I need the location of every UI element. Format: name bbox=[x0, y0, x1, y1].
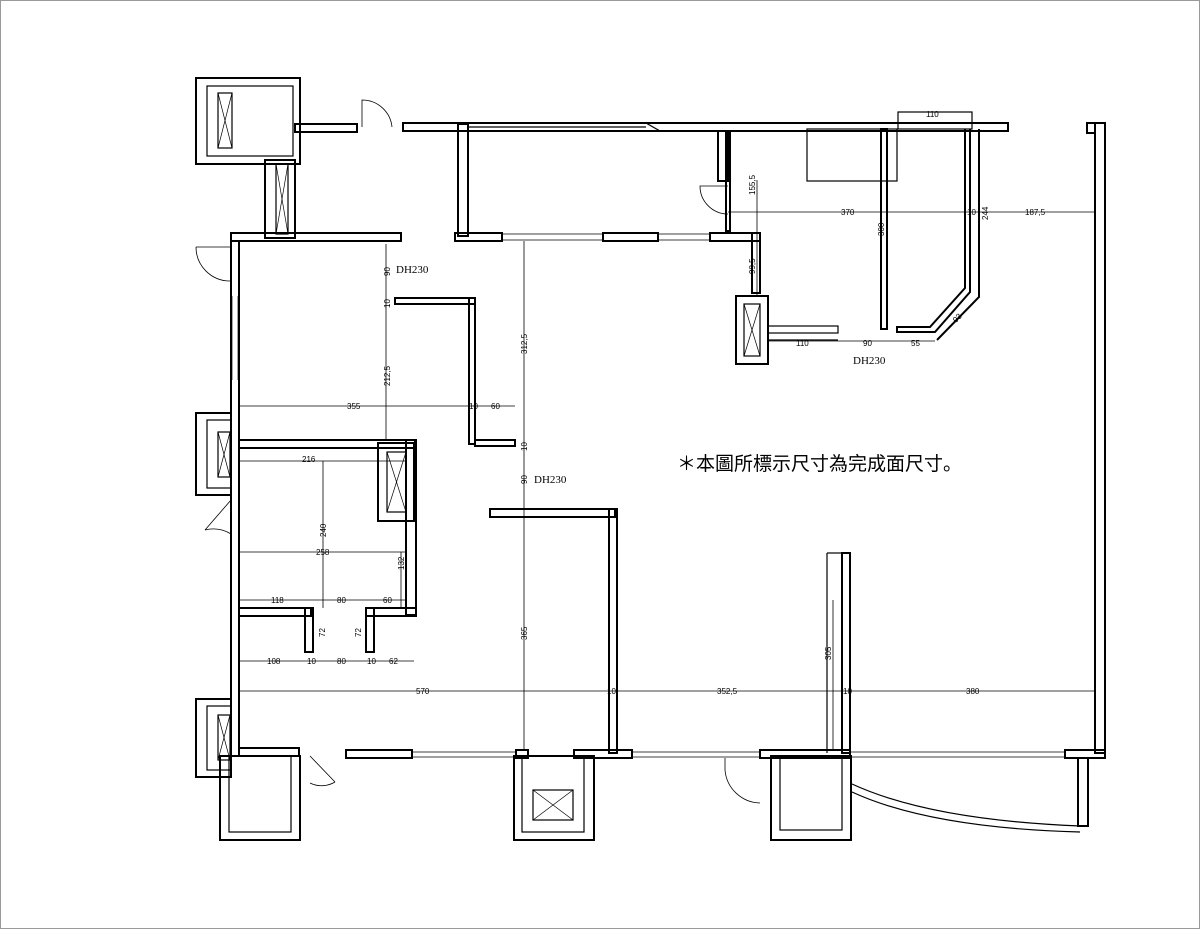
dim-99-5: 99,5 bbox=[748, 258, 757, 274]
dim-10-c: 10 bbox=[469, 402, 478, 411]
walls bbox=[195, 77, 1106, 841]
dim-55: 55 bbox=[911, 339, 920, 348]
dim-155-5: 155,5 bbox=[748, 174, 757, 195]
dim-10-g: 10 bbox=[607, 687, 616, 696]
ceiling-labels: DH230 DH230 DH230 bbox=[396, 264, 886, 486]
dimension-note: ＊本圖所標示尺寸為完成面尺寸。 bbox=[677, 453, 962, 475]
dim-10-b: 10 bbox=[383, 299, 392, 308]
dim-212-5: 212,5 bbox=[383, 365, 392, 386]
dim-244: 244 bbox=[981, 206, 990, 220]
dim-305: 305 bbox=[824, 646, 833, 660]
dimension-lines bbox=[239, 180, 1095, 750]
dim-80-a: 80 bbox=[337, 596, 346, 605]
dim-312-5: 312,5 bbox=[520, 333, 529, 354]
dim-352-5: 352,5 bbox=[717, 687, 738, 696]
dim-118: 118 bbox=[271, 596, 284, 605]
dim-216: 216 bbox=[302, 455, 316, 464]
dim-60-b: 60 bbox=[383, 596, 392, 605]
dim-132: 132 bbox=[397, 556, 406, 570]
ceiling-label-2: DH230 bbox=[534, 474, 567, 486]
dim-258: 258 bbox=[316, 548, 330, 557]
dim-90-a: 90 bbox=[863, 339, 872, 348]
dim-10-h: 10 bbox=[843, 687, 852, 696]
dim-240: 240 bbox=[319, 523, 328, 537]
doors bbox=[195, 99, 761, 804]
dim-90-b: 90 bbox=[383, 267, 392, 276]
dim-10-e: 10 bbox=[307, 657, 316, 666]
dim-10-d: 10 bbox=[520, 442, 529, 451]
ceiling-label-3: DH230 bbox=[853, 355, 886, 367]
ceiling-label-1: DH230 bbox=[396, 264, 429, 276]
dimension-labels: 110 155,5 370 10 244 187,5 300 99,5 93 1… bbox=[267, 110, 1046, 696]
dim-10-f: 10 bbox=[367, 657, 376, 666]
dim-72-b: 72 bbox=[354, 628, 363, 637]
dim-10-a: 10 bbox=[967, 208, 976, 217]
dim-72-a: 72 bbox=[318, 628, 327, 637]
dim-110-top: 110 bbox=[926, 110, 939, 119]
dim-380: 380 bbox=[966, 687, 980, 696]
dim-187-5: 187,5 bbox=[1025, 208, 1046, 217]
dim-355: 355 bbox=[347, 402, 361, 411]
windows bbox=[231, 233, 1065, 758]
dim-108: 108 bbox=[267, 657, 281, 666]
dim-570: 570 bbox=[416, 687, 430, 696]
dim-80-b: 80 bbox=[337, 657, 346, 666]
dim-60-a: 60 bbox=[491, 402, 500, 411]
dim-110-b: 110 bbox=[796, 339, 809, 348]
dim-365: 365 bbox=[520, 626, 529, 640]
dim-90-c: 90 bbox=[520, 475, 529, 484]
dim-300: 300 bbox=[877, 222, 886, 236]
dim-62: 62 bbox=[389, 657, 398, 666]
dim-370: 370 bbox=[841, 208, 855, 217]
